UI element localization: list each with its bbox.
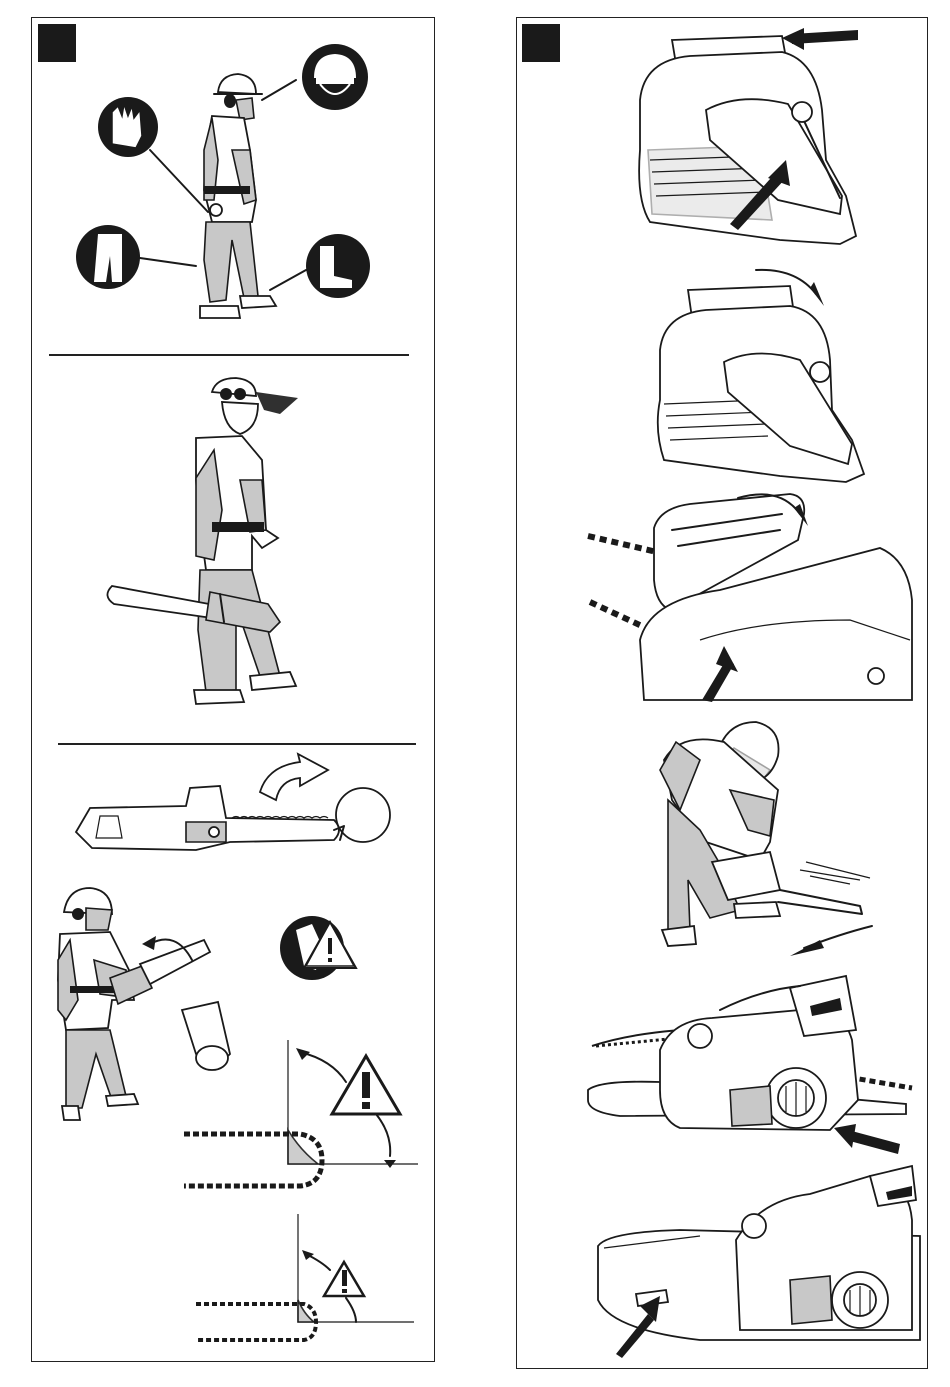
chainbrake-release-figure bbox=[658, 270, 864, 482]
kickback-figures bbox=[58, 754, 418, 1340]
handle-grip-figure bbox=[598, 1166, 920, 1358]
brake-lever-closeup-figure bbox=[588, 494, 912, 702]
carrying-chainsaw-figure bbox=[107, 378, 298, 704]
operator-bending-figure bbox=[660, 722, 872, 956]
chainbrake-handle-figure bbox=[639, 28, 858, 244]
protective-equipment-figure bbox=[76, 44, 370, 318]
oil-window-figure bbox=[588, 976, 912, 1154]
